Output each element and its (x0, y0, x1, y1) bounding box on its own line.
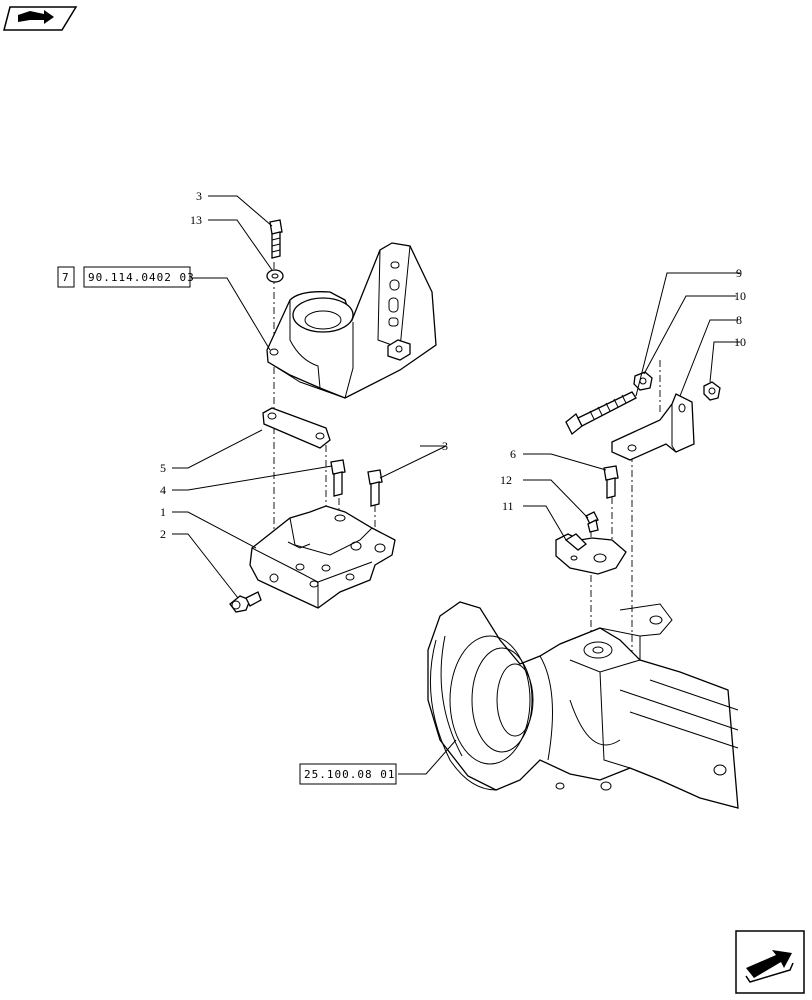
callout-10-lower: 10 (734, 335, 746, 349)
front-axle-assembly (427, 601, 739, 809)
lower-bracket (249, 505, 396, 609)
callout-3-top: 3 (196, 189, 202, 203)
shim-plate (262, 407, 331, 449)
callout-labels: 3 13 5 4 3 1 2 9 10 8 10 6 12 11 (160, 189, 746, 541)
reference-code-upper: 90.114.0402 03 (88, 271, 195, 284)
washer-top (266, 269, 284, 283)
callout-5: 5 (160, 461, 166, 475)
long-bolt (565, 391, 637, 436)
callout-4: 4 (160, 483, 166, 497)
nut-left (633, 371, 653, 391)
callout-1: 1 (160, 505, 166, 519)
nut-right (703, 381, 721, 401)
callout-3-middle: 3 (442, 439, 448, 453)
callout-2: 2 (160, 527, 166, 541)
previous-page-icon[interactable] (3, 6, 78, 31)
indicator-plate (555, 533, 627, 575)
callout-12: 12 (500, 473, 512, 487)
grease-fitting-left (229, 591, 262, 613)
callout-11: 11 (502, 499, 514, 513)
bolt-middle-right (367, 469, 383, 507)
callout-13: 13 (190, 213, 202, 227)
upper-steering-bracket (266, 242, 437, 399)
callout-9: 9 (736, 266, 742, 280)
bolt-small (603, 465, 619, 499)
reference-axle[interactable]: 25.100.08 01 (299, 763, 397, 785)
reference-upper-bracket[interactable]: 7 90.114.0402 03 (57, 266, 195, 288)
reference-code-axle: 25.100.08 01 (304, 768, 395, 781)
callout-6: 6 (510, 447, 516, 461)
bolt-top (269, 219, 283, 259)
bolt-middle-left (330, 459, 346, 497)
callout-10-upper: 10 (734, 289, 746, 303)
callout-8: 8 (736, 313, 742, 327)
mounting-bracket (611, 393, 695, 461)
leader-lines (172, 195, 740, 775)
reference-index: 7 (62, 271, 70, 284)
next-page-icon[interactable] (735, 930, 805, 994)
grease-fitting-right (585, 511, 599, 533)
